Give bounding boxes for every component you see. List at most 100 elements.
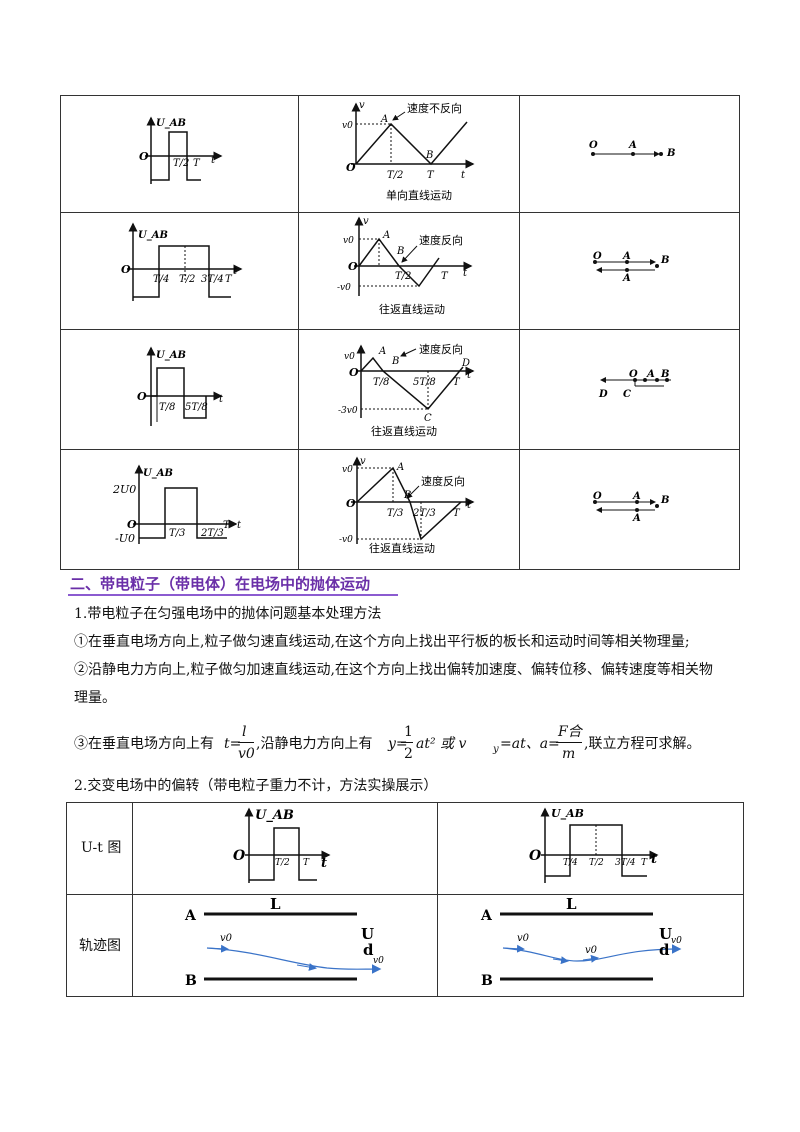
point-label: O xyxy=(593,251,602,262)
origin-label: O xyxy=(348,260,358,273)
point-label: B xyxy=(666,148,675,159)
point-label: A xyxy=(622,273,631,284)
fraction-den: m xyxy=(562,746,576,762)
axis-label: t xyxy=(461,170,466,181)
point-label: A xyxy=(628,140,637,151)
tick-label: T/3 xyxy=(169,528,185,539)
v0-label: v0 xyxy=(344,352,355,362)
heading-underline xyxy=(68,594,398,596)
origin-label: O xyxy=(346,161,356,174)
deflection-table: U-t 图 轨迹图 U_AB O T/2 T t xyxy=(66,802,744,997)
tick-label: T xyxy=(641,858,648,868)
v0-label: v0 xyxy=(343,236,354,246)
tick-label: T/2 xyxy=(275,858,290,868)
origin-label: O xyxy=(233,848,246,864)
point-label: O xyxy=(593,491,602,502)
axis-label: t xyxy=(219,394,224,405)
origin-label: O xyxy=(349,366,359,379)
ut-graph-row4: U_AB 2U0 O -U0 T/3 2T/3 T t xyxy=(112,464,242,545)
point-label: A xyxy=(632,513,641,524)
table1-drawings: U_AB O T/2 T t v v0 O A B T/2 T t 速度不反向 … xyxy=(112,100,675,555)
fraction-den: v0 xyxy=(238,746,255,762)
vt-graph-row2: v v0 -v0 O A B T/2 T t 速度反向 往返直线运动 xyxy=(337,216,473,316)
paragraph-5: 2.交变电场中的偏转（带电粒子重力不计，方法实操展示） xyxy=(74,778,438,794)
point-label: B xyxy=(425,150,433,161)
vt-ylabel: v xyxy=(359,100,365,111)
track-row2: O A B A xyxy=(593,251,669,284)
tick-label: T/8 xyxy=(159,402,175,413)
annotation: 速度反向 xyxy=(419,233,463,247)
annotation: 速度反向 xyxy=(419,342,463,356)
point-label: A xyxy=(646,369,655,380)
point-label: B xyxy=(660,495,669,506)
tick-label: T xyxy=(223,520,231,531)
col-divider xyxy=(519,96,520,569)
tick-label: 2T/3 xyxy=(200,528,224,539)
tick-label: T xyxy=(441,271,449,282)
paragraph-3: ②沿静电力方向上,粒子做匀加速直线运动,在这个方向上找出偏转加速度、偏转位移、偏… xyxy=(74,662,713,678)
point-label: B xyxy=(660,369,669,380)
formula-paragraph: ③在垂直电场方向上有 t= l v0 ,沿静电力方向上有 y= 1 2 at² … xyxy=(74,724,734,768)
axis-label: t xyxy=(467,500,472,511)
plate-label: B xyxy=(185,973,197,989)
length-label: L xyxy=(270,895,281,913)
col-divider xyxy=(298,96,299,569)
tick-label: T/4 xyxy=(153,274,169,285)
fraction-bar xyxy=(238,742,254,743)
caption: 往返直线运动 xyxy=(371,424,437,438)
fraction-bar xyxy=(401,742,413,743)
point-label: A xyxy=(382,230,390,241)
tick-label: T xyxy=(193,158,201,169)
ut-ylabel: U_AB xyxy=(156,118,186,129)
point-label: B xyxy=(396,246,404,257)
vt-graph-row4: v v0 -v0 O A B T/3 2T/3 T t 速度反向 往返直线运动 xyxy=(339,456,475,555)
annotation: 速度反向 xyxy=(421,474,465,488)
level-label: -U0 xyxy=(115,532,135,545)
formula-text: ③在垂直电场方向上有 xyxy=(74,736,214,752)
trajectory-2: A B L U d v0 v0 v0 xyxy=(480,895,682,989)
velocity-label: v0 xyxy=(585,945,598,956)
v0-label: v0 xyxy=(342,121,353,131)
tick-label: T/2 xyxy=(589,858,604,868)
plate-label: A xyxy=(480,908,493,924)
ut-graph-row1: U_AB O T/2 T t xyxy=(139,116,223,184)
point-label: A xyxy=(396,462,404,473)
ut-ylabel: U_AB xyxy=(551,807,584,821)
fraction-den: 2 xyxy=(404,746,413,762)
origin-label: O xyxy=(121,263,131,276)
caption: 往返直线运动 xyxy=(379,302,445,316)
tick-label: T/2 xyxy=(179,274,195,285)
neg-v0-label: -3v0 xyxy=(338,406,358,416)
point-label: B xyxy=(391,356,399,367)
level-label: 2U0 xyxy=(112,483,136,496)
distance-label: d xyxy=(659,941,670,959)
caption: 单向直线运动 xyxy=(386,188,452,202)
tick-label: 5T/8 xyxy=(413,377,436,388)
v0-label: v0 xyxy=(342,465,353,475)
point-label: A xyxy=(622,251,631,262)
row-divider xyxy=(61,329,739,330)
distance-label: d xyxy=(363,941,374,959)
track-row3: O A B D C xyxy=(598,369,671,400)
tick-label: T xyxy=(225,274,233,285)
axis-label: t xyxy=(467,370,472,381)
row-divider xyxy=(61,212,739,213)
annotation: 速度不反向 xyxy=(407,101,462,115)
tick-label: T/2 xyxy=(395,271,411,282)
tick-label: 2T/3 xyxy=(412,508,436,519)
fraction-num: l xyxy=(242,724,247,740)
row-divider xyxy=(67,894,743,895)
point-label: C xyxy=(424,413,432,424)
vt-ylabel: v xyxy=(360,456,366,467)
ut-ylabel: U_AB xyxy=(143,468,173,479)
point-label: C xyxy=(623,389,631,400)
subscript: y xyxy=(493,744,499,755)
vt-graph-row3: v0 -3v0 O A B C D T/8 5T/8 T t 速度反向 往返直线… xyxy=(338,342,475,438)
tick-label: T xyxy=(427,170,435,181)
col-divider xyxy=(132,803,133,996)
tick-label: T/2 xyxy=(387,170,403,181)
tick-label: 3T/4 xyxy=(201,274,224,285)
origin-label: O xyxy=(139,150,149,163)
voltage-label: U xyxy=(659,925,672,943)
neg-v0-label: -v0 xyxy=(337,283,351,293)
